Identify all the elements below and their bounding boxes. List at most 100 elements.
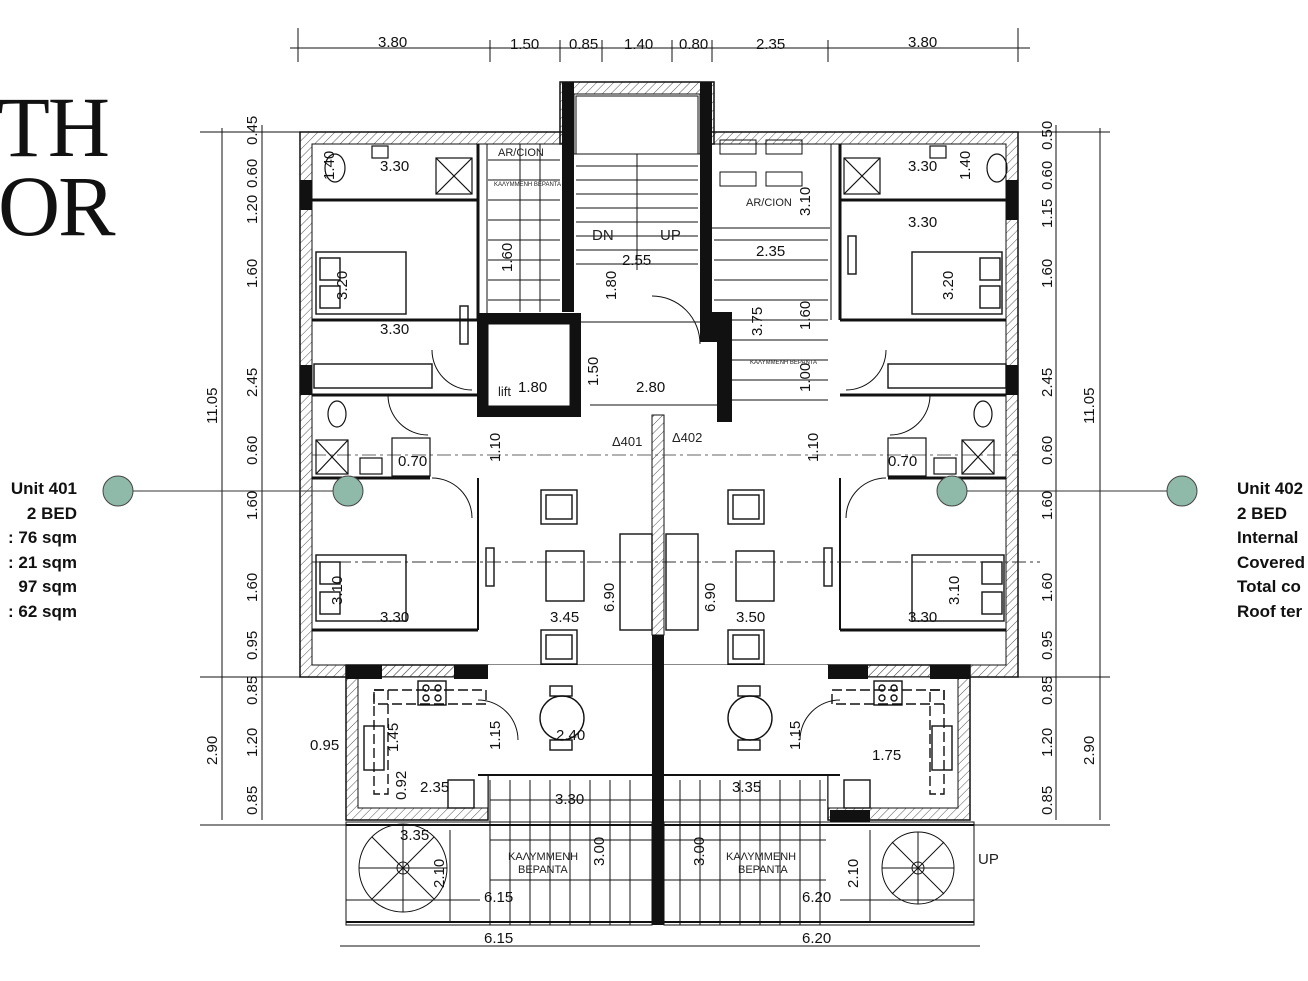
overall-right: 11.05 [1081, 388, 1098, 424]
unit-401-bedrooms: 2 BED [26, 503, 77, 523]
roof-up-label: UP [978, 851, 999, 868]
top-dim-5: 0.80 [679, 36, 708, 53]
room-dim-29: 0.95 [310, 737, 339, 754]
veranda-left-line1: ΚΑΛΥΜΜΕΝΗ [508, 851, 578, 863]
unit-402-title: Unit 402 [1237, 479, 1304, 498]
unit-402-roof-area: Roof ter [1237, 601, 1303, 621]
brand-logo: TH OR [0, 79, 115, 255]
room-dim-1: 3.30 [380, 158, 409, 175]
right-dim-8: 1.60 [1039, 573, 1056, 602]
left-dim-9: 0.95 [244, 631, 261, 660]
unit-402-total-area: Total co [1237, 577, 1301, 596]
room-labels: AR/CION AR/CION DN UP UP lift Δ401 Δ402 … [494, 147, 999, 876]
right-dim-6: 0.60 [1039, 436, 1056, 465]
right-dim-2: 0.60 [1039, 161, 1056, 190]
bathroom-fixtures [315, 145, 1008, 477]
left-dim-2: 0.60 [244, 159, 261, 188]
left-dim-3: 1.20 [244, 195, 261, 224]
lift-label: lift [498, 384, 511, 399]
bottom-dim-2: 6.20 [802, 930, 831, 947]
kitchen-fixtures [363, 680, 953, 809]
left-dim-8: 1.60 [244, 573, 261, 602]
room-dim-11: 3.75 [749, 307, 766, 336]
room-dim-14: 1.10 [487, 433, 504, 462]
overall-left-bottom: 2.90 [204, 736, 221, 765]
room-dim-27: 1.15 [487, 721, 504, 750]
right-dim-5: 2.45 [1039, 368, 1056, 397]
room-dim-7: 1.80 [518, 379, 547, 396]
unit-402-bedrooms: 2 BED [1237, 503, 1288, 523]
brand-line-2: OR [0, 158, 115, 255]
unit-402-internal-area: Internal [1237, 528, 1299, 547]
arcion-label-right: AR/CION [746, 197, 792, 209]
unit-401-marker-inner [332, 475, 364, 507]
unit-402-marker-inner [936, 475, 968, 507]
living-furniture [539, 489, 775, 751]
left-dim-6: 0.60 [244, 436, 261, 465]
room-dim-5: 3.30 [908, 214, 937, 231]
veranda-right-line1: ΚΑΛΥΜΜΕΝΗ [726, 851, 796, 863]
room-dim-35: 3.30 [555, 791, 584, 808]
veranda-small-label-1: ΚΑΛΥΜΜΕΝΗ ΒΕΡΑΝΤΑ [494, 182, 561, 188]
unit-401-covered-area: : 21 sqm [8, 552, 77, 572]
top-dim-7: 3.80 [908, 34, 937, 51]
top-dim-4: 1.40 [624, 36, 653, 53]
room-dim-2: 3.30 [908, 158, 937, 175]
left-dim-7: 1.60 [244, 491, 261, 520]
room-dim-18: 3.10 [329, 576, 346, 605]
room-dim-33: 1.75 [872, 747, 901, 764]
room-dim-37: 3.00 [591, 837, 608, 866]
room-dim-38: 3.00 [691, 837, 708, 866]
room-dim-6: 3.20 [940, 271, 957, 300]
unit-402-covered-area: Covered [1237, 552, 1306, 572]
room-dim-22: 3.45 [550, 609, 579, 626]
building-walls [299, 81, 1040, 925]
unit-401-total-area: 97 sqm [18, 577, 77, 596]
dimension-lines [200, 28, 1110, 947]
room-dim-26: 2.40 [556, 727, 585, 744]
room-dim-16: 0.70 [398, 453, 427, 470]
room-dim-10: 2.35 [756, 243, 785, 260]
stair-dn-label: DN [592, 227, 614, 244]
unit-markers [102, 475, 1198, 507]
stair-up-label: UP [660, 227, 681, 244]
dimension-texts: 3.80 1.50 0.85 1.40 0.80 2.35 3.80 0.45 … [204, 34, 1098, 947]
unit-401-internal-area: : 76 sqm [8, 528, 77, 547]
unit-401-info: Unit 401 2 BED : 76 sqm : 21 sqm 97 sqm … [8, 477, 77, 624]
right-dim-7: 1.60 [1039, 491, 1056, 520]
brand-line-1: TH [0, 79, 110, 175]
veranda-small-label-2: ΚΑΛΥΜΜΕΝΗ ΒΕΡΑΝΤΑ [750, 360, 817, 366]
arcion-label-left: AR/CION [498, 147, 544, 159]
delta-401-label: Δ401 [612, 434, 642, 449]
right-dim-9: 0.95 [1039, 631, 1056, 660]
room-dim-8: 2.80 [636, 379, 665, 396]
left-dim-4: 1.60 [244, 259, 261, 288]
right-dim-4: 1.60 [1039, 259, 1056, 288]
unit-401-marker-outer [102, 475, 134, 507]
room-dim-40: 2.10 [845, 859, 862, 888]
unit-401-roof-area: : 62 sqm [8, 601, 77, 621]
room-dim-9: 2.55 [622, 252, 651, 269]
room-dim-43: 1.50 [585, 357, 602, 386]
overall-left: 11.05 [204, 388, 221, 424]
room-dim-34: 3.35 [732, 779, 761, 796]
right-dim-1: 0.50 [1039, 121, 1056, 150]
room-dim-13: 1.00 [797, 363, 814, 392]
bedroom-furniture [313, 235, 1007, 622]
room-dim-28: 1.15 [787, 721, 804, 750]
left-dim-1: 0.45 [244, 116, 261, 145]
top-dim-2: 1.50 [510, 36, 539, 53]
room-dim-48: 1.40 [957, 151, 974, 180]
room-dim-24: 6.90 [601, 583, 618, 612]
left-dim-5: 2.45 [244, 368, 261, 397]
right-dim-3: 1.15 [1039, 199, 1056, 228]
top-dim-3: 0.85 [569, 36, 598, 53]
room-dim-44: 1.80 [603, 271, 620, 300]
room-dim-39: 2.10 [431, 859, 448, 888]
left-dim-10: 0.85 [244, 676, 261, 705]
right-dim-10: 0.85 [1039, 676, 1056, 705]
room-dim-47: 1.40 [321, 151, 338, 180]
unit-402-marker-outer [1166, 475, 1198, 507]
unit-401-title: Unit 401 [10, 479, 77, 498]
